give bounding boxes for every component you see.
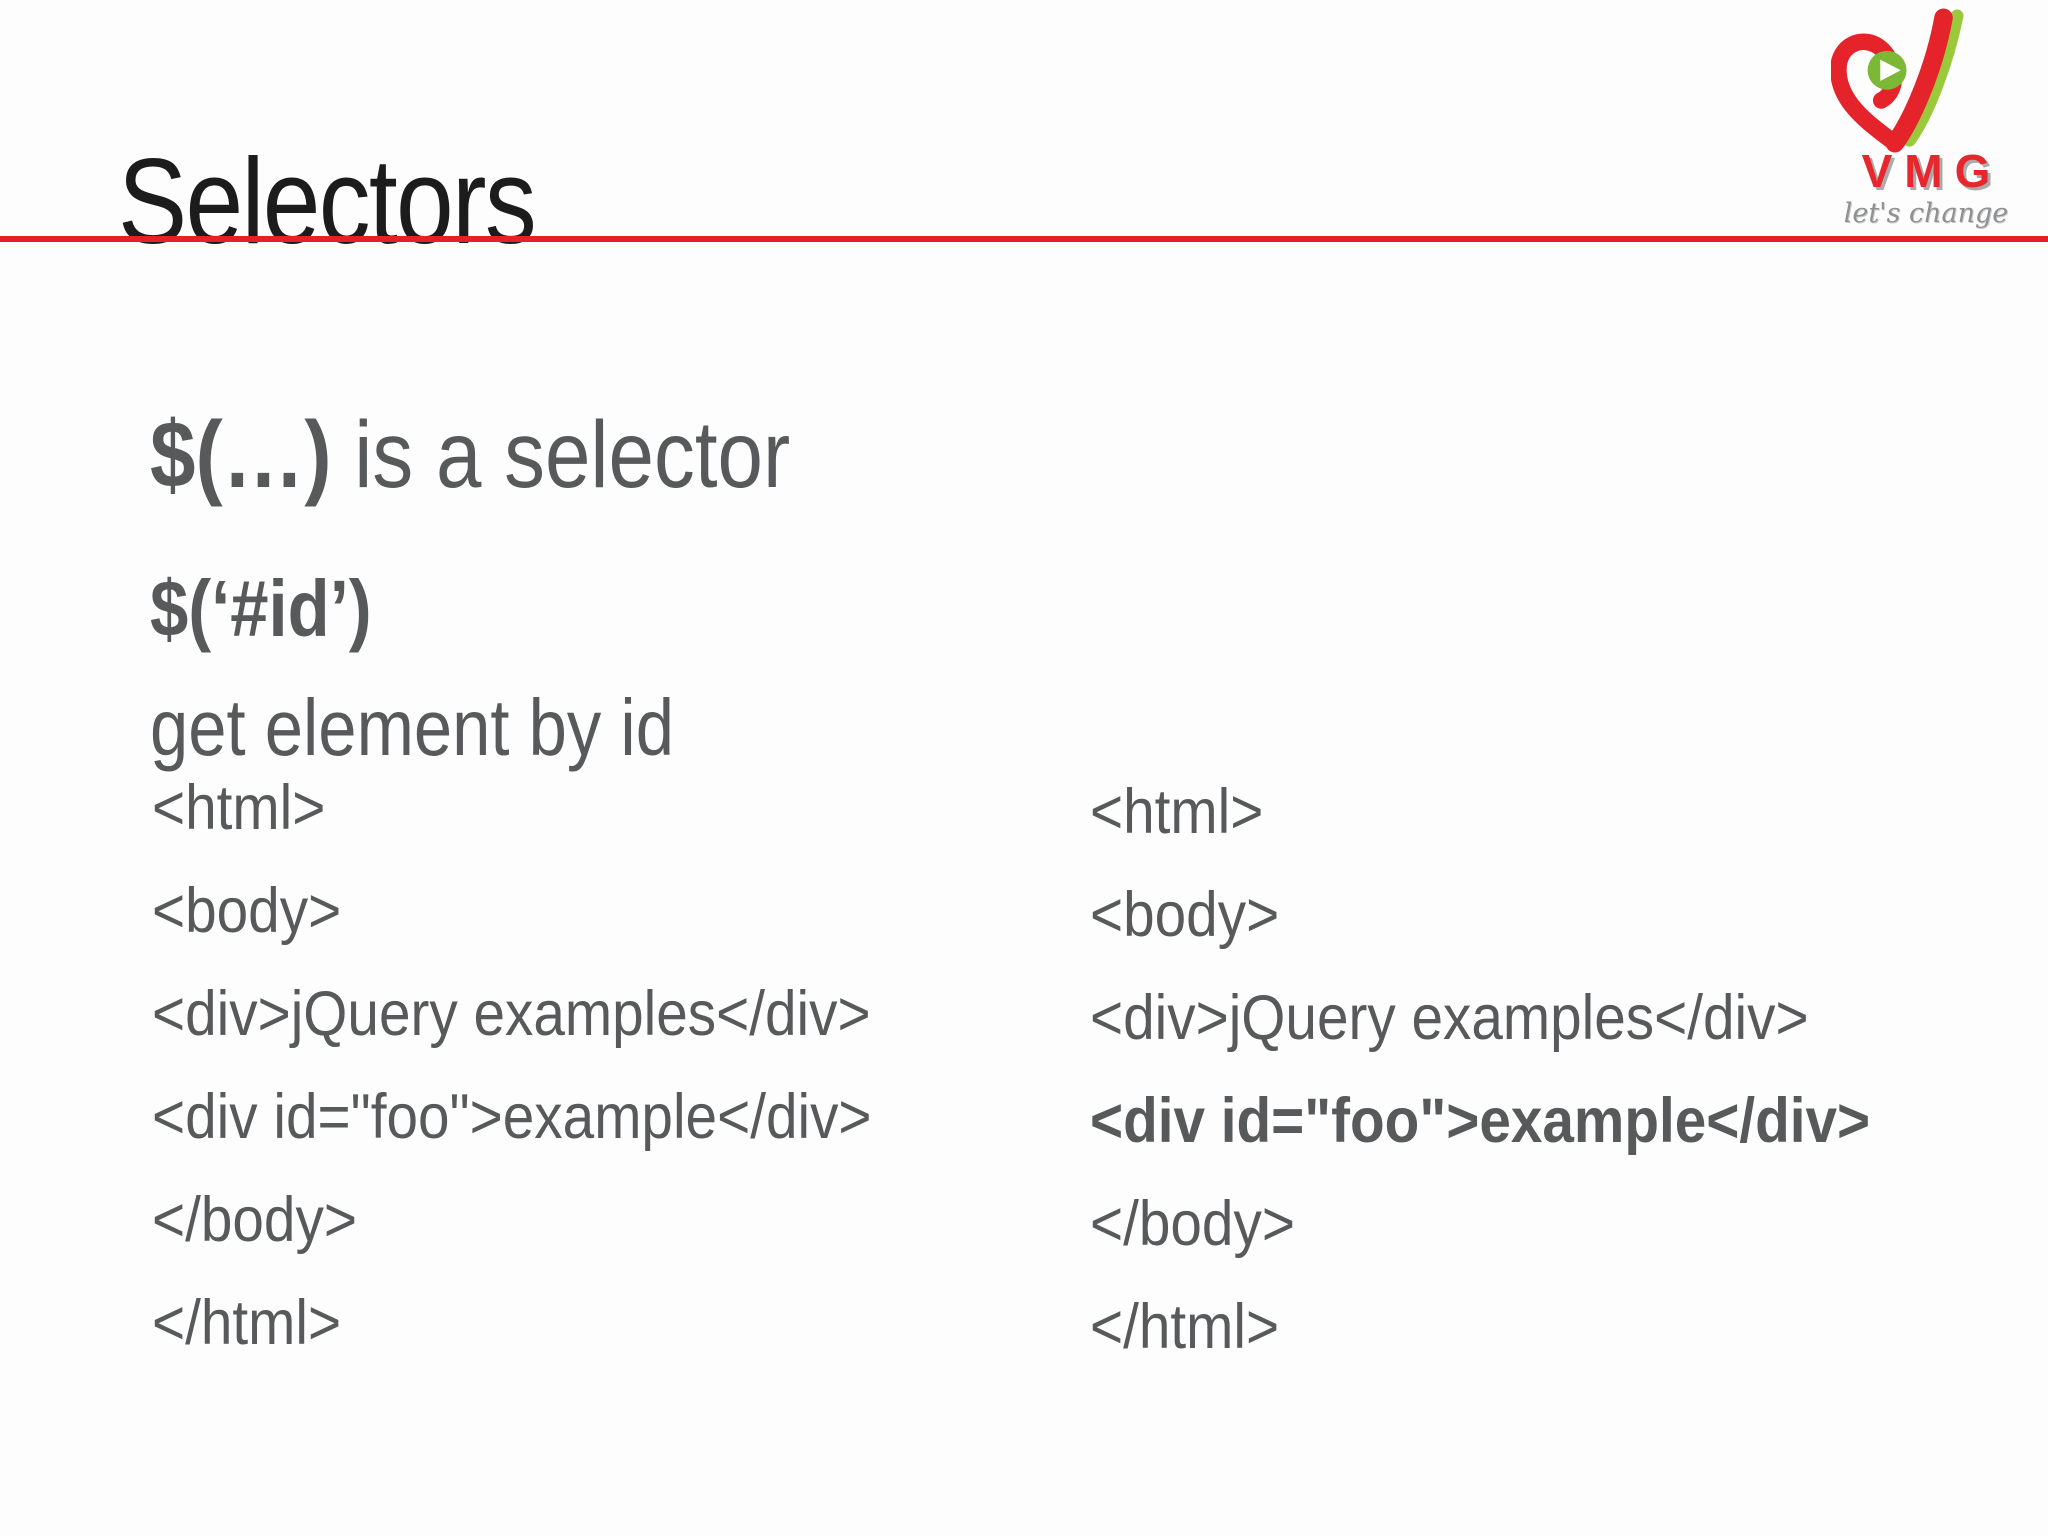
intro-selector-token: $(…) (150, 402, 332, 508)
code-block-left: <html> <body> <div>jQuery examples</div>… (152, 757, 872, 1375)
vmg-brand-text: VMG (1861, 145, 2003, 197)
code-line: <html> (152, 773, 326, 843)
code-line: <div>jQuery examples</div> (1090, 983, 1809, 1053)
intro-text: is a selector (331, 402, 791, 508)
code-line-highlighted: <div id="foo">example</div> (1090, 1086, 1871, 1156)
code-line: <body> (152, 876, 342, 946)
code-block-right: <html> <body> <div>jQuery examples</div>… (1090, 761, 1870, 1379)
code-line: </html> (1090, 1292, 1280, 1362)
code-line: <body> (1090, 880, 1280, 950)
id-selector-description: get element by id (150, 683, 674, 772)
code-line: </html> (152, 1288, 342, 1358)
divider-line (0, 236, 2048, 242)
code-line: <html> (1090, 777, 1264, 847)
code-line: <div>jQuery examples</div> (152, 979, 871, 1049)
vmg-tagline: let's change (1843, 198, 2009, 229)
intro-line: $(…) is a selector (150, 408, 790, 503)
vmg-logo: VMG let's change (1820, 8, 2032, 227)
code-line: </body> (1090, 1189, 1295, 1259)
play-icon (1880, 59, 1901, 81)
vmg-heart-icon (1831, 8, 1964, 153)
page-title: Selectors (118, 132, 537, 269)
id-selector-code: $(‘#id’) (150, 564, 372, 653)
code-line: <div id="foo">example</div> (152, 1082, 872, 1152)
code-line: </body> (152, 1185, 357, 1255)
